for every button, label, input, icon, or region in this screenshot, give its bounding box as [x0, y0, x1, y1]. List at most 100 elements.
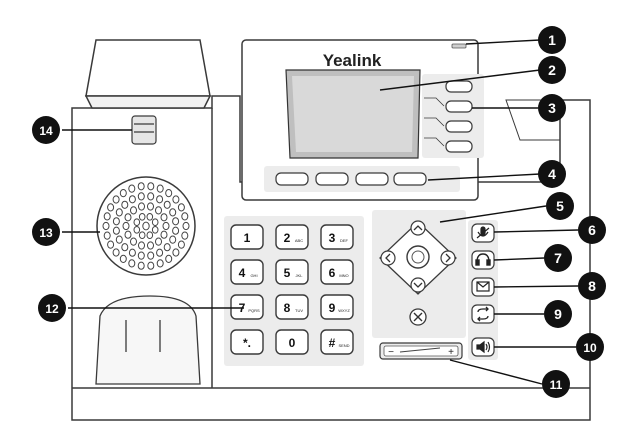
line-key-2[interactable] — [445, 100, 473, 113]
navigation-cluster — [372, 210, 466, 338]
grill-hole — [156, 184, 164, 193]
callout-number: 7 — [554, 250, 562, 266]
callout-leaders — [62, 39, 579, 385]
keypad-digit: 5 — [284, 266, 291, 280]
close-icon — [413, 312, 423, 322]
grill-hole — [147, 241, 154, 250]
grill-hole — [182, 221, 190, 231]
grill-hole — [162, 221, 170, 231]
grill-hole — [112, 248, 120, 257]
grill-hole — [172, 195, 180, 204]
callout-badge: 8 — [578, 272, 606, 300]
grill-hole — [119, 189, 127, 198]
grill-hole — [156, 248, 164, 257]
callout-number: 10 — [583, 341, 597, 355]
keypad-letters: JKL — [296, 273, 304, 278]
keypad-key[interactable]: 1 — [230, 224, 264, 250]
callout-badge: 13 — [32, 218, 60, 246]
callout-badge: 2 — [538, 56, 566, 84]
callout-number: 4 — [548, 166, 556, 182]
line-key-1[interactable] — [445, 80, 473, 93]
grill-hole — [103, 212, 111, 221]
redial-key[interactable] — [471, 304, 495, 324]
line-keys — [424, 80, 473, 153]
grill-hole — [177, 203, 185, 212]
grill-hole — [151, 225, 159, 234]
nav-right-key[interactable] — [440, 250, 456, 266]
soft-key-4[interactable] — [393, 172, 427, 186]
soft-key-2[interactable] — [315, 172, 349, 186]
grill-hole — [137, 261, 145, 270]
keypad-digit: *. — [243, 336, 251, 350]
ok-key[interactable] — [406, 245, 430, 269]
grill-hole — [128, 195, 136, 204]
callout-number: 2 — [548, 62, 556, 78]
headset-key[interactable] — [471, 250, 495, 270]
callout-badge: 7 — [544, 244, 572, 272]
keypad-letters: DEF — [340, 238, 349, 243]
feature-keys — [468, 220, 498, 360]
keypad-letters: MNO — [339, 273, 348, 278]
chevron-left-icon — [385, 253, 391, 263]
handset[interactable] — [84, 39, 212, 109]
callout-number: 14 — [39, 124, 53, 138]
keypad-digit: 4 — [239, 266, 246, 280]
grill-hole — [137, 251, 145, 260]
grill-hole — [133, 225, 141, 234]
chevron-right-icon — [445, 253, 451, 263]
grill-hole — [181, 212, 189, 221]
keypad-key[interactable]: *. — [230, 329, 264, 355]
nav-up-key[interactable] — [410, 220, 426, 236]
grill-hole — [137, 192, 145, 201]
grill-hole — [128, 259, 136, 268]
mute-key[interactable] — [471, 223, 495, 243]
grill-hole — [107, 240, 115, 249]
grill-hole — [146, 231, 154, 240]
grill-hole — [142, 221, 150, 231]
grill-hole — [122, 221, 130, 231]
keypad-key[interactable]: 0 — [275, 329, 309, 355]
line-key-4[interactable] — [445, 140, 473, 153]
grill-hole — [160, 230, 168, 239]
callout-number: 5 — [556, 198, 564, 214]
grill-hole — [165, 254, 173, 263]
callout-badge: 3 — [538, 94, 566, 122]
grill-hole — [138, 231, 146, 240]
grill-hole — [128, 248, 136, 257]
grill-hole — [112, 217, 120, 226]
message-icon — [476, 281, 490, 292]
volume-key[interactable]: − + — [379, 342, 463, 360]
keypad-letters: TUV — [295, 308, 303, 313]
callout-badge: 14 — [32, 116, 60, 144]
keypad-digit: 3 — [329, 231, 336, 245]
speakerphone-key[interactable] — [471, 337, 495, 357]
nav-left-key[interactable] — [380, 250, 396, 266]
hookswitch[interactable] — [131, 115, 157, 145]
keypad-letters: SEND — [338, 343, 349, 348]
nav-down-key[interactable] — [410, 277, 426, 293]
callout-badge: 4 — [538, 160, 566, 188]
grill-hole — [169, 208, 177, 217]
grill-hole — [130, 237, 137, 246]
callout-number: 3 — [548, 100, 556, 116]
message-key[interactable] — [471, 277, 495, 297]
keypad-key[interactable]: #SEND — [320, 329, 354, 355]
keypad-letters: PQRS — [248, 308, 260, 313]
speaker-grill — [96, 176, 196, 276]
grill-hole — [124, 213, 132, 222]
grill-hole — [163, 243, 171, 252]
soft-key-3[interactable] — [355, 172, 389, 186]
soft-keys — [275, 172, 427, 186]
line-key-3[interactable] — [445, 120, 473, 133]
soft-key-1[interactable] — [275, 172, 309, 186]
callout-badge: 9 — [544, 300, 572, 328]
